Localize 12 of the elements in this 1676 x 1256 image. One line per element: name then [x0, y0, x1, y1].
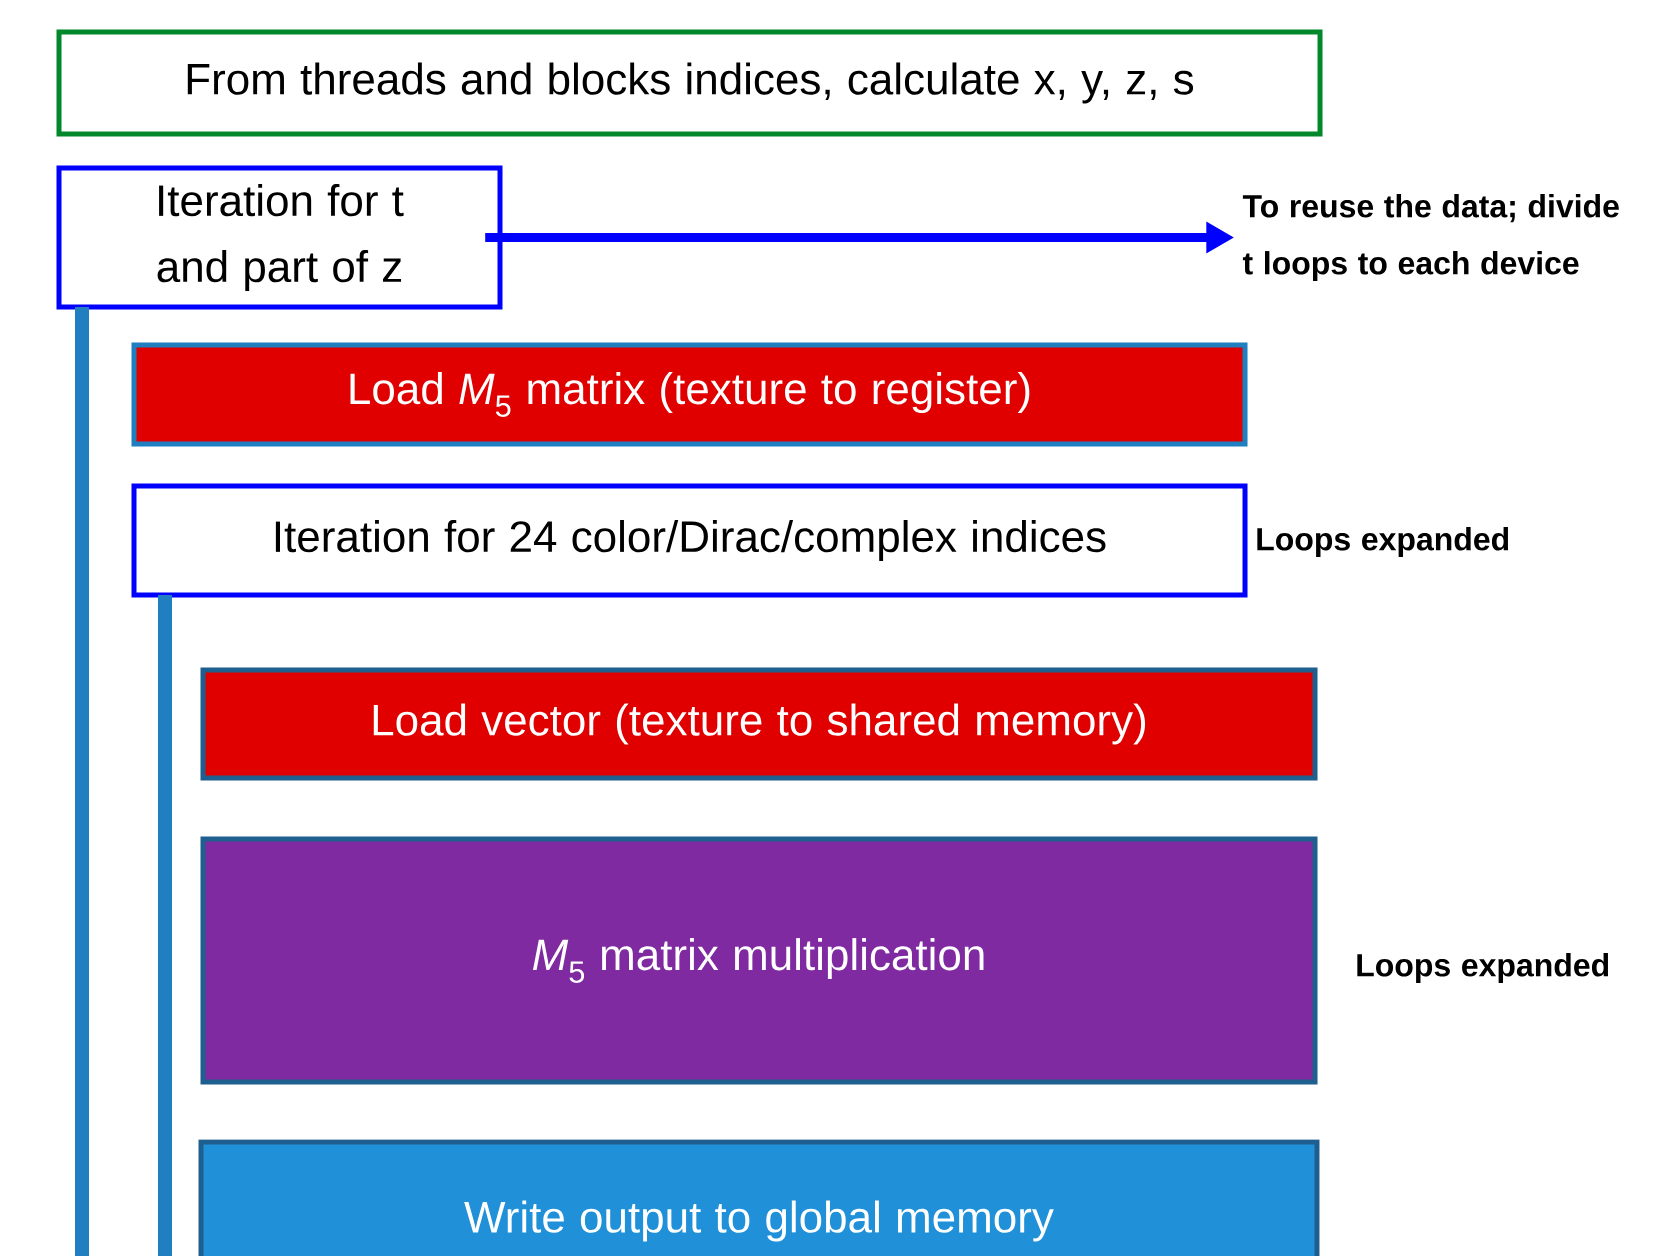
note-text: Loops expanded: [1357, 953, 1609, 983]
note-text: Loops expanded: [1257, 527, 1509, 557]
process-box: Load M$_{5}$ matrix (texture to register): [131, 342, 1248, 447]
frame-box: From threads and blocks indices, calculate x, y, z, s: [56, 29, 1323, 137]
loop-box: Iteration for t and part of z: [56, 165, 503, 310]
loop-box: Iteration for 24 color/Dirac/complex indices: [131, 483, 1248, 598]
process-box: Load vector (texture to shared memory): [200, 667, 1318, 781]
process-box: M$_{5}$ matrix multiplication: [200, 836, 1318, 1085]
loop-bar: [158, 595, 172, 1256]
note-text: To reuse the data; divide t loops to each device: [1242, 194, 1619, 281]
loop-bar: [75, 307, 89, 1256]
process-box: Write output to global memory: [198, 1139, 1320, 1256]
